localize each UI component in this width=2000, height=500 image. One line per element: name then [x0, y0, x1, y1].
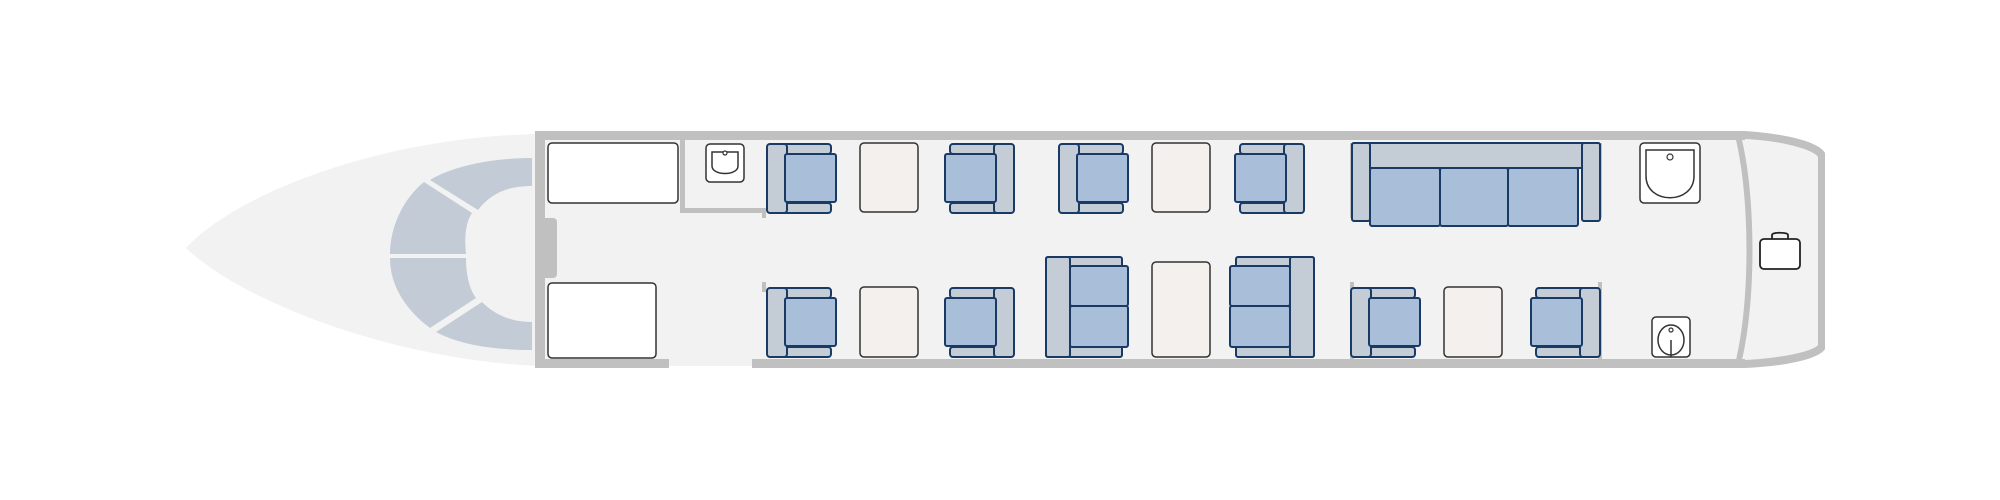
table-2A: [1151, 142, 1211, 213]
galley-counter-bottom: [547, 282, 657, 359]
luggage-icon: [1759, 231, 1801, 270]
cockpit-seating: [390, 158, 532, 350]
cockpit-seat-lower-mid: [390, 258, 476, 328]
cockpit-seat-upper-mid: [390, 182, 472, 254]
seat-2B[interactable]: [1234, 143, 1305, 214]
table-3C: [1443, 286, 1503, 358]
table-1A: [859, 142, 919, 213]
table-1C: [859, 286, 919, 358]
sink-icon: [1639, 142, 1701, 204]
table-center: [1151, 261, 1211, 358]
seat-3C[interactable]: [1350, 287, 1421, 358]
toilet-icon: [1651, 316, 1691, 358]
divan-right[interactable]: [1229, 256, 1315, 358]
sofa[interactable]: [1351, 142, 1601, 227]
sink-icon: [705, 143, 745, 183]
seat-1D[interactable]: [944, 287, 1015, 358]
cockpit-seat-top: [430, 158, 532, 210]
seat-1C[interactable]: [766, 287, 837, 358]
galley-counter-top: [547, 142, 679, 204]
cockpit-seat-bottom: [436, 302, 532, 350]
seat-1B[interactable]: [944, 143, 1015, 214]
seat-1A[interactable]: [766, 143, 837, 214]
divan-left[interactable]: [1045, 256, 1129, 358]
seat-3D[interactable]: [1530, 287, 1601, 358]
seat-2A[interactable]: [1058, 143, 1129, 214]
